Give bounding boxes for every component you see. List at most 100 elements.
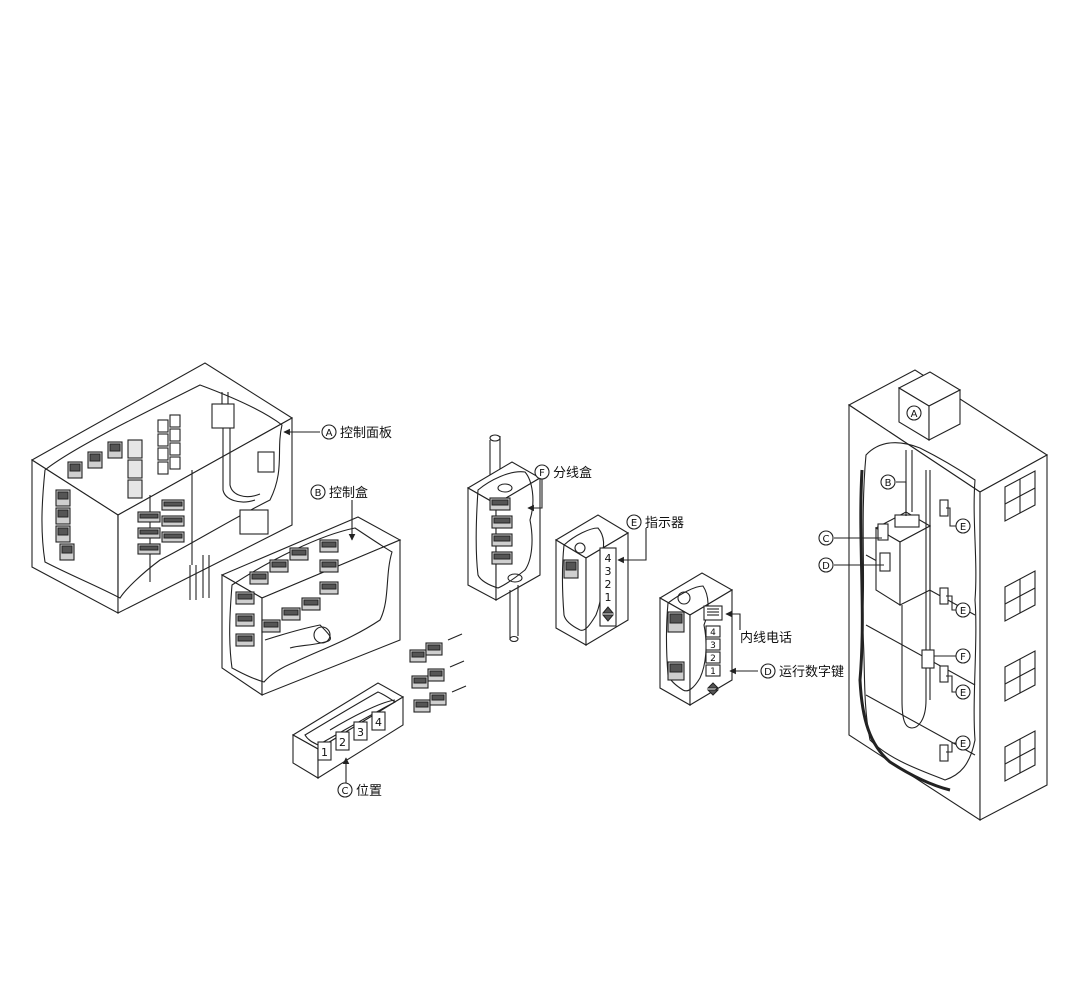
position-button-label: 2 bbox=[339, 736, 346, 749]
building-callout-D: D bbox=[818, 557, 884, 573]
junction-connector bbox=[489, 497, 511, 511]
building-callout-letter: C bbox=[823, 534, 830, 545]
junction-connector bbox=[491, 533, 513, 547]
control-box-connector bbox=[319, 581, 339, 595]
callout-position: C 位置 bbox=[337, 757, 382, 799]
label-run-keypad: 运行数字键 bbox=[779, 665, 844, 680]
position-button-4: 4 bbox=[371, 711, 386, 731]
indicator-floor-2: 2 bbox=[605, 578, 612, 591]
control-box-connector bbox=[289, 547, 309, 561]
control-box-connector bbox=[301, 597, 321, 611]
control-box-connector bbox=[319, 539, 339, 553]
building-callout-letter: B bbox=[885, 478, 892, 489]
position-button-label: 3 bbox=[357, 726, 364, 739]
label-control-box: 控制盒 bbox=[329, 485, 368, 501]
building-cutaway: A bbox=[847, 369, 1049, 822]
letter-circle bbox=[955, 602, 971, 618]
relay bbox=[157, 433, 169, 447]
control-panel-connector bbox=[161, 531, 185, 543]
letter-circle-D bbox=[760, 663, 776, 679]
label-control-panel: 控制面板 bbox=[340, 426, 392, 441]
callout-run-keypad: D 运行数字键 bbox=[729, 663, 844, 680]
letter-circle bbox=[880, 474, 896, 490]
control-panel-cabinet bbox=[30, 362, 294, 614]
control-panel-connector bbox=[59, 543, 75, 561]
keypad-key-label: 4 bbox=[710, 628, 716, 638]
keypad-key-label: 2 bbox=[710, 654, 716, 664]
letter-circle bbox=[818, 530, 834, 546]
terminal-strip bbox=[127, 479, 143, 499]
control-panel-connector bbox=[55, 507, 71, 525]
junction-box bbox=[466, 434, 542, 643]
control-panel-connector bbox=[67, 461, 83, 479]
control-panel-connector bbox=[55, 525, 71, 543]
control-panel-connector bbox=[137, 511, 161, 523]
control-box-connector bbox=[235, 591, 255, 605]
relay bbox=[169, 414, 181, 428]
junction-connector bbox=[491, 515, 513, 529]
label-position: 位置 bbox=[356, 784, 382, 799]
hall-indicator bbox=[939, 744, 949, 762]
indicator-connector bbox=[563, 559, 579, 579]
junction-connector bbox=[491, 551, 513, 565]
control-panel-connector bbox=[161, 499, 185, 511]
letter-circle-roof-A bbox=[906, 405, 922, 421]
indicator-floor-1: 1 bbox=[605, 591, 612, 604]
letter-circle-C bbox=[337, 782, 353, 798]
label-intercom: 内线电话 bbox=[740, 630, 792, 646]
control-box-connector bbox=[261, 619, 281, 633]
callout-intercom: 内线电话 bbox=[725, 610, 792, 646]
building-callout-letter: E bbox=[960, 739, 966, 750]
building-window bbox=[1004, 570, 1036, 622]
relay bbox=[169, 428, 181, 442]
building-window bbox=[1004, 470, 1036, 522]
letter-B: B bbox=[315, 488, 322, 499]
cable-plug bbox=[429, 692, 447, 706]
building-callout-E: E bbox=[946, 735, 971, 753]
keypad-key-2: 2 bbox=[705, 651, 721, 664]
building-window bbox=[1004, 650, 1036, 702]
keypad-key-4: 4 bbox=[705, 625, 721, 638]
callout-indicator: E 指示器 bbox=[617, 514, 684, 564]
letter-circle-F bbox=[534, 464, 550, 480]
building-callout-B: B bbox=[880, 474, 907, 516]
position-button-3: 3 bbox=[353, 721, 368, 741]
control-box-connector bbox=[269, 559, 289, 573]
relay bbox=[157, 419, 169, 433]
cable-connectors bbox=[409, 633, 467, 713]
keypad-connector bbox=[667, 611, 685, 633]
control-box-connector bbox=[235, 633, 255, 647]
control-panel-connector bbox=[137, 543, 161, 555]
letter-circle-B bbox=[310, 484, 326, 500]
control-box-connector bbox=[319, 559, 339, 573]
control-panel-connector bbox=[87, 451, 103, 469]
control-panel-connector bbox=[107, 441, 123, 459]
control-box-connector bbox=[281, 607, 301, 621]
building-callout-letter: F bbox=[960, 652, 966, 663]
position-button-label: 4 bbox=[375, 716, 382, 729]
cable-plug bbox=[427, 668, 445, 682]
building-callout-E: E bbox=[946, 595, 971, 618]
cable-plug bbox=[413, 699, 431, 713]
letter-D: D bbox=[764, 667, 772, 678]
letter-circle-E bbox=[626, 514, 642, 530]
cable-plug bbox=[409, 649, 427, 663]
callout-junction-box: F 分线盒 bbox=[527, 464, 592, 512]
relay bbox=[169, 442, 181, 456]
relay bbox=[169, 456, 181, 470]
callout-control-box: B 控制盒 bbox=[310, 484, 368, 541]
relay bbox=[157, 447, 169, 461]
letter-E: E bbox=[631, 518, 637, 529]
building-callout-letter: E bbox=[960, 606, 966, 617]
letter-circle bbox=[955, 684, 971, 700]
control-box-connector bbox=[235, 613, 255, 627]
control-panel-connector bbox=[137, 527, 161, 539]
control-panel-connector bbox=[161, 515, 185, 527]
letter-circle bbox=[818, 557, 834, 573]
building-callout-letter: D bbox=[822, 561, 830, 572]
keypad-key-3: 3 bbox=[705, 638, 721, 651]
terminal-strip bbox=[127, 439, 143, 459]
